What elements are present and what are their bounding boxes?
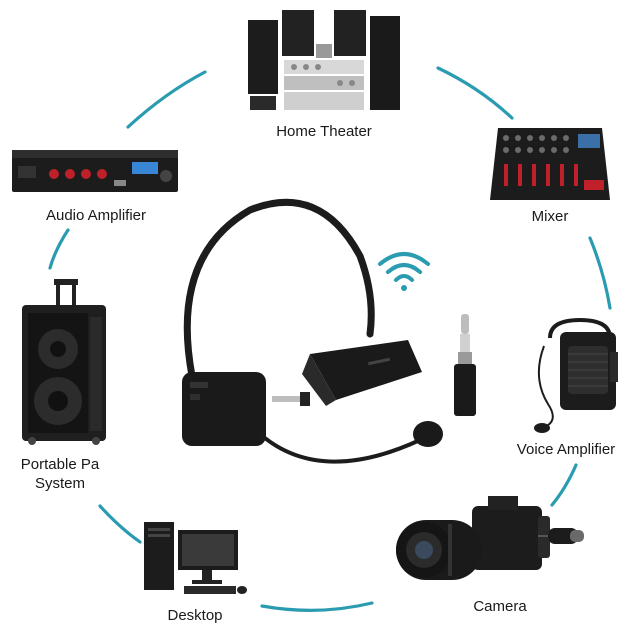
camera-icon bbox=[396, 496, 584, 580]
portable-speaker-icon bbox=[22, 279, 106, 445]
audio-jack-adapter bbox=[450, 312, 480, 418]
camera-image bbox=[388, 494, 588, 594]
ring-arc-bottom bbox=[260, 601, 374, 612]
audio-jack-adapter-icon bbox=[454, 314, 476, 416]
audio-amplifier-icon bbox=[12, 150, 178, 192]
ring-arc-top-right bbox=[436, 66, 514, 120]
voice-amplifier-image bbox=[530, 318, 630, 434]
ring-arc-right-upper bbox=[588, 236, 612, 310]
mixer-console-icon bbox=[490, 128, 610, 200]
portable-pa-image bbox=[18, 277, 110, 447]
home-theater-image bbox=[244, 4, 404, 114]
mixer-image bbox=[488, 124, 612, 204]
camera-label: Camera bbox=[473, 598, 527, 615]
ring-arc-right-lower bbox=[550, 463, 578, 507]
home-theater-label: Home Theater bbox=[276, 123, 372, 140]
wifi-signal-icon bbox=[378, 252, 430, 291]
ring-arc-left-lower bbox=[98, 504, 142, 544]
ring-arc-top-left bbox=[126, 70, 207, 129]
voice-amplifier-label: Voice Amplifier bbox=[516, 441, 616, 458]
audio-amplifier-image bbox=[10, 146, 180, 198]
desktop-label: Desktop bbox=[167, 607, 223, 624]
headset-microphone bbox=[170, 196, 460, 486]
portable-pa-label: Portable Pa System bbox=[4, 455, 116, 493]
desktop-computer-icon bbox=[144, 522, 247, 594]
wireless-receiver bbox=[268, 334, 424, 426]
ring-arc-left-upper bbox=[48, 228, 70, 270]
speaker-stack-icon bbox=[248, 10, 400, 110]
voice-amplifier-icon bbox=[534, 318, 618, 433]
audio-amplifier-label: Audio Amplifier bbox=[45, 207, 147, 224]
portable-pa-label-line1: Portable Pa bbox=[20, 456, 100, 473]
mixer-label: Mixer bbox=[531, 208, 569, 225]
wireless-receiver-icon bbox=[272, 340, 422, 406]
wifi-signal bbox=[376, 248, 432, 292]
portable-pa-label-line2: System bbox=[34, 475, 85, 492]
desktop-image bbox=[140, 518, 250, 598]
headset-microphone-icon bbox=[182, 198, 443, 464]
